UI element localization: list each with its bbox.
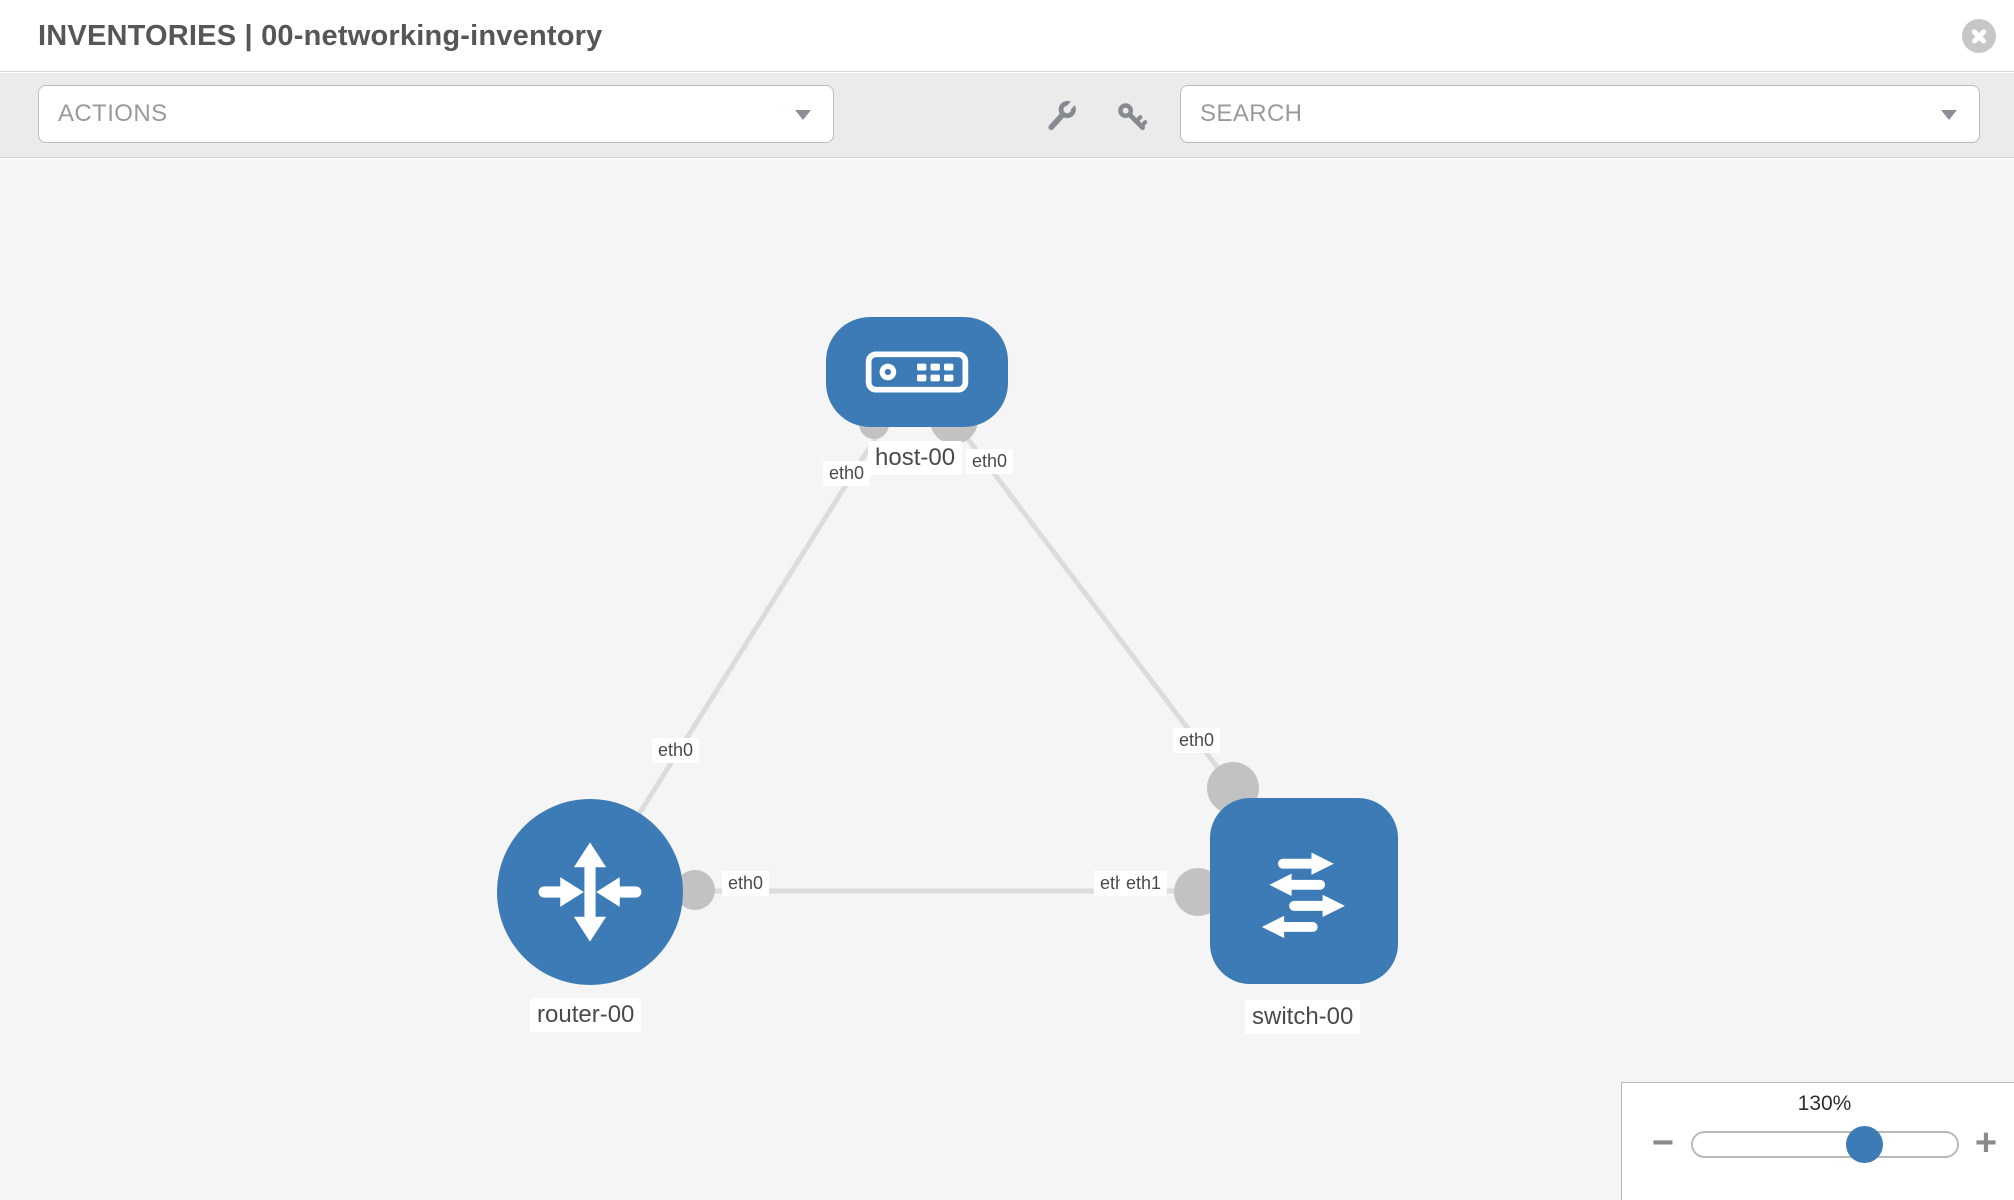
zoom-slider-track[interactable]: [1691, 1131, 1959, 1158]
zoom-control-panel: 130% − +: [1621, 1082, 2014, 1200]
interface-label-switch-eth1-mid: eth1: [1120, 871, 1168, 896]
chevron-down-icon: [1941, 110, 1957, 120]
zoom-slider-thumb[interactable]: [1846, 1126, 1883, 1163]
router-icon: [538, 842, 642, 942]
node-host-00[interactable]: [826, 317, 1008, 427]
zoom-in-button[interactable]: +: [1974, 1122, 1998, 1164]
toolbar: ACTIONS SEARCH: [0, 73, 2014, 158]
interface-label-host-eth0-left: eth0: [823, 461, 871, 486]
actions-dropdown[interactable]: ACTIONS: [38, 85, 834, 143]
host-icon: [865, 351, 969, 393]
port-circle: [675, 870, 715, 910]
page-title: INVENTORIES | 00-networking-inventory: [38, 20, 603, 52]
search-dropdown-label: SEARCH: [1200, 100, 1303, 127]
link-host-router: [587, 370, 920, 894]
close-button[interactable]: [1962, 19, 1996, 53]
node-label-switch: switch-00: [1245, 1000, 1361, 1034]
tools-button[interactable]: [1040, 95, 1084, 139]
link-host-switch: [915, 370, 1235, 790]
node-router-00[interactable]: [497, 799, 683, 985]
zoom-level-value: 130%: [1797, 1092, 1852, 1115]
interface-label-router-eth0-top: eth0: [652, 738, 700, 763]
interface-label-switch-eth0-top: eth0: [1173, 728, 1221, 753]
search-dropdown[interactable]: SEARCH: [1180, 85, 1980, 143]
wrench-icon: [1048, 99, 1077, 131]
close-icon: [1962, 19, 1996, 53]
node-label-router: router-00: [530, 998, 642, 1032]
chevron-down-icon: [795, 110, 811, 120]
key-icon: [1118, 103, 1148, 131]
interface-label-router-eth0-mid: eth0: [722, 871, 770, 896]
credentials-button[interactable]: [1110, 95, 1154, 139]
node-label-host: host-00: [868, 441, 963, 475]
switch-icon: [1261, 852, 1345, 939]
interface-label-host-eth0-right: eth0: [966, 449, 1014, 474]
topology-canvas[interactable]: host-00 router-00 switch-00 eth0 eth0 et…: [0, 159, 2014, 1200]
actions-dropdown-label: ACTIONS: [58, 100, 168, 127]
zoom-out-button[interactable]: −: [1651, 1122, 1675, 1164]
node-switch-00[interactable]: [1210, 798, 1398, 984]
topology-links: [587, 370, 1259, 916]
header: INVENTORIES | 00-networking-inventory: [0, 0, 2014, 72]
